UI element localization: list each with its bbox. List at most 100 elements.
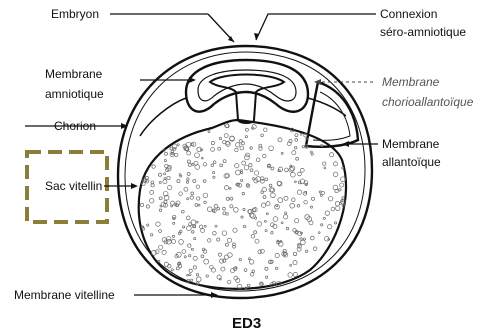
yolk-granule xyxy=(211,164,214,167)
yolk-granule xyxy=(187,172,190,175)
yolk-granule xyxy=(227,280,231,284)
sac-vitellin-arrow xyxy=(131,183,138,189)
yolk-granule xyxy=(249,260,254,265)
yolk-granule xyxy=(187,198,189,200)
yolk-granule xyxy=(285,168,289,172)
yolk-granule xyxy=(261,134,264,137)
yolk-granule xyxy=(339,202,341,204)
yolk-granule xyxy=(191,279,193,281)
yolk-granule xyxy=(224,186,228,190)
yolk-granule xyxy=(245,128,248,131)
yolk-granule xyxy=(333,172,338,177)
yolk-granule xyxy=(275,267,278,270)
yolk-granule xyxy=(257,222,262,227)
yolk-granule xyxy=(211,268,215,272)
yolk-granule xyxy=(339,189,341,191)
yolk-granule xyxy=(281,222,283,224)
yolk-granule xyxy=(224,134,228,138)
yolk-granule xyxy=(223,212,226,215)
label-membrane-amniotique-line2: amniotique xyxy=(45,87,104,101)
yolk-granule xyxy=(179,192,183,196)
yolk-granule xyxy=(191,248,193,250)
yolk-granule xyxy=(213,172,215,174)
yolk-granule xyxy=(295,219,299,223)
label-chorion: Chorion xyxy=(54,119,96,133)
yolk-granule xyxy=(196,221,198,223)
yolk-granule xyxy=(188,163,191,166)
label-membrane-allantoique-line2: allantoïque xyxy=(382,155,441,169)
yolk-granule xyxy=(271,231,273,233)
yolk-granule xyxy=(215,225,217,227)
yolk-granule xyxy=(159,245,163,249)
yolk-granule xyxy=(290,203,295,208)
yolk-granule xyxy=(262,187,266,191)
yolk-granule xyxy=(179,240,184,245)
yolk-granule xyxy=(276,205,278,207)
yolk-granule xyxy=(195,204,198,207)
yolk-granule xyxy=(256,158,260,162)
yolk-granule xyxy=(196,197,199,200)
yolk-granule xyxy=(214,204,218,208)
yolk-granule xyxy=(170,201,174,205)
yolk-granule xyxy=(218,147,221,150)
yolk-granule xyxy=(189,274,191,276)
yolk-granule xyxy=(263,196,266,199)
yolk-granule xyxy=(172,235,174,237)
yolk-granule xyxy=(321,224,323,226)
yolk-granule xyxy=(249,164,252,167)
yolk-granule xyxy=(226,197,229,200)
yolk-granule xyxy=(159,230,162,233)
yolk-granule xyxy=(293,252,296,255)
yolk-granule xyxy=(191,220,196,225)
yolk-granule xyxy=(236,143,240,147)
yolk-granules xyxy=(140,123,345,289)
yolk-granule xyxy=(261,203,265,207)
yolk-granule xyxy=(264,128,268,132)
yolk-granule xyxy=(156,222,160,226)
yolk-granule xyxy=(171,269,173,271)
yolk-granule xyxy=(342,167,344,169)
yolk-granule xyxy=(310,236,314,240)
yolk-granule xyxy=(239,140,242,143)
yolk-granule xyxy=(211,141,214,144)
yolk-granule xyxy=(208,131,210,133)
yolk-granule xyxy=(203,180,206,183)
yolk-granule xyxy=(184,256,186,258)
label-membrane-chorioallantoique-line1: Membrane xyxy=(382,75,440,89)
yolk-granule xyxy=(295,138,298,141)
yolk-granule xyxy=(252,270,255,273)
yolk-granule xyxy=(201,228,205,232)
yolk-granule xyxy=(269,184,272,187)
yolk-granule xyxy=(281,152,283,154)
yolk-granule xyxy=(222,231,227,236)
label-connexion-line1: Connexion xyxy=(380,7,437,21)
yolk-granule xyxy=(225,243,228,246)
yolk-granule xyxy=(181,210,184,213)
yolk-granule xyxy=(241,216,243,218)
connexion-leader xyxy=(256,14,376,40)
yolk-granule xyxy=(311,153,313,155)
yolk-granule xyxy=(187,151,191,155)
yolk-granule xyxy=(323,162,326,165)
yolk-granule xyxy=(333,162,337,166)
yolk-granule xyxy=(263,154,267,158)
yolk-granule xyxy=(221,267,225,271)
yolk-granule xyxy=(275,253,279,257)
yolk-granule xyxy=(273,217,278,222)
yolk-granule xyxy=(284,196,288,200)
yolk-granule xyxy=(295,134,298,137)
yolk-granule xyxy=(305,215,310,220)
yolk-granule xyxy=(310,206,312,208)
yolk-granule xyxy=(166,237,171,242)
yolk-granule xyxy=(285,212,287,214)
label-sac-vitellin: Sac vitellin xyxy=(45,179,102,193)
yolk-granule xyxy=(244,165,249,170)
amnion-chorion-link-left xyxy=(140,98,186,136)
yolk-granule xyxy=(176,267,179,270)
yolk-granule xyxy=(298,172,302,176)
yolk-granule xyxy=(201,157,203,159)
yolk-granule xyxy=(292,151,296,155)
yolk-granule xyxy=(303,238,305,240)
yolk-granule xyxy=(140,203,143,206)
yolk-granule xyxy=(309,221,313,225)
